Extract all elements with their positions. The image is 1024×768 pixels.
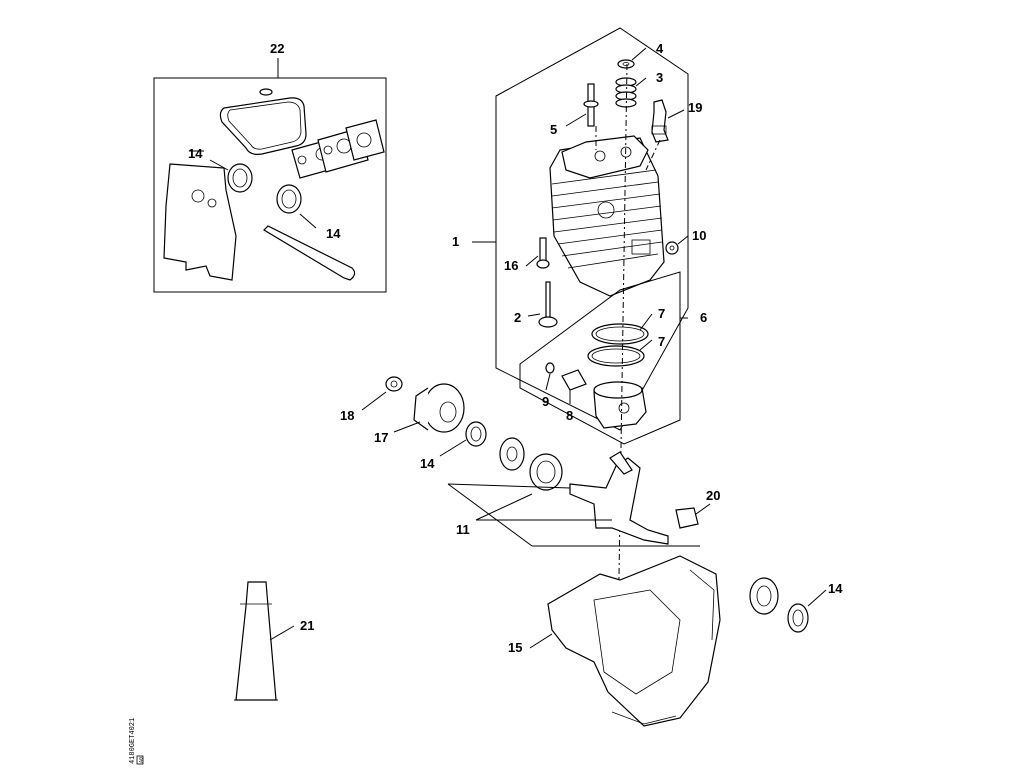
oil-seal-14b xyxy=(276,184,302,214)
crankshaft xyxy=(569,451,669,545)
nut-10 xyxy=(665,241,679,255)
label-7b: 7 xyxy=(658,334,665,349)
nut-18 xyxy=(385,376,403,392)
circlip-9 xyxy=(545,362,555,374)
cylinder xyxy=(549,135,665,297)
label-10: 10 xyxy=(692,228,706,243)
label-16: 16 xyxy=(504,258,518,273)
oil-seal-14a xyxy=(227,163,253,193)
piston-box xyxy=(519,271,688,445)
clutch-17 xyxy=(413,383,465,433)
spark-plug-19 xyxy=(651,99,669,143)
label-5: 5 xyxy=(550,122,557,137)
label-14a: 14 xyxy=(188,146,203,161)
valve-cap-4 xyxy=(617,59,635,69)
label-4: 4 xyxy=(656,41,664,56)
bearing-11b xyxy=(749,577,779,615)
label-11: 11 xyxy=(456,522,470,537)
label-21: 21 xyxy=(300,618,314,633)
drawing-code: 4180GET4021 A0 xyxy=(129,718,145,765)
label-2: 2 xyxy=(514,310,521,325)
piston-ring-7a xyxy=(591,323,649,345)
drawing-code-suffix: A0 xyxy=(139,757,145,763)
cylinder-assembly-box xyxy=(472,27,689,431)
valve-2 xyxy=(538,281,558,328)
oil-seal-14c xyxy=(465,421,487,447)
bearing-11a xyxy=(529,453,563,491)
label-20: 20 xyxy=(706,488,720,503)
label-19: 19 xyxy=(688,100,702,115)
label-8: 8 xyxy=(566,408,573,423)
piston-pin-8 xyxy=(561,369,587,391)
label-18: 18 xyxy=(340,408,354,423)
label-14d: 14 xyxy=(828,581,843,596)
label-17: 17 xyxy=(374,430,388,445)
label-22: 22 xyxy=(270,41,284,56)
label-3: 3 xyxy=(656,70,663,85)
crankcase-15 xyxy=(547,555,721,727)
screw-16 xyxy=(536,237,550,269)
label-14c: 14 xyxy=(420,456,435,471)
piston xyxy=(593,381,647,429)
brake-20 xyxy=(675,507,699,529)
label-1: 1 xyxy=(452,234,459,249)
label-14b: 14 xyxy=(326,226,341,241)
label-7a: 7 xyxy=(658,306,665,321)
drawing-code-text: 4180GET4021 xyxy=(129,718,137,764)
leader-lines xyxy=(269,47,827,649)
piston-ring-7b xyxy=(587,345,645,367)
gasket-kit-box xyxy=(153,58,387,293)
label-6: 6 xyxy=(700,310,707,325)
oil-seal-14d xyxy=(787,603,809,633)
stud-5 xyxy=(583,83,599,127)
grease-tube-21 xyxy=(234,581,278,701)
sprocket xyxy=(499,437,525,471)
part-labels: 22 4 3 19 5 14 14 1 10 16 2 7 6 7 18 9 8… xyxy=(188,41,843,655)
label-9: 9 xyxy=(542,394,549,409)
label-15: 15 xyxy=(508,640,522,655)
